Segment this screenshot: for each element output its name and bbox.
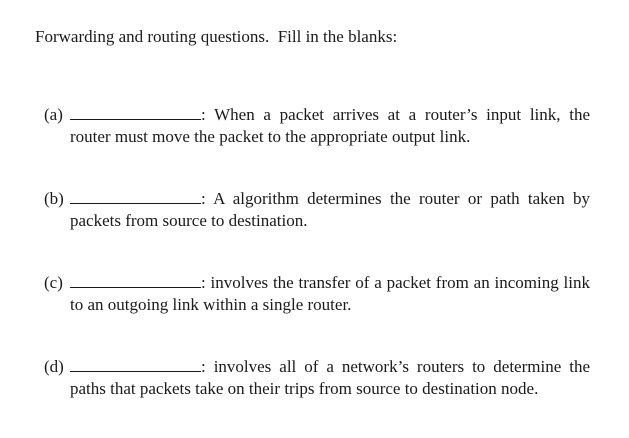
question-text: : When a packet arrives at a router’s in…	[70, 105, 590, 146]
question-text: : A algorithm determines the router or p…	[70, 189, 590, 230]
fill-in-blank	[70, 203, 201, 204]
question-body: : A algorithm determines the router or p…	[70, 188, 590, 232]
fill-in-blank	[70, 119, 201, 120]
fill-in-blank	[70, 287, 201, 288]
page-title: Forwarding and routing questions. Fill i…	[35, 27, 398, 46]
question-body: : involves the transfer of a packet from…	[70, 272, 590, 316]
question-label: (b)	[44, 189, 64, 208]
question-item-a: (a) : When a packet arrives at a router’…	[0, 104, 629, 148]
fill-in-blank	[70, 371, 201, 372]
question-item-d: (d) : involves all of a network’s router…	[0, 356, 629, 400]
question-label: (a)	[44, 105, 63, 124]
question-item-b: (b) : A algorithm determines the router …	[0, 188, 629, 232]
question-text: : involves the transfer of a packet from…	[70, 273, 590, 314]
question-text: : involves all of a network’s routers to…	[70, 357, 590, 398]
question-body: : When a packet arrives at a router’s in…	[70, 104, 590, 148]
question-list: (a) : When a packet arrives at a router’…	[0, 104, 629, 400]
question-label: (d)	[44, 357, 64, 376]
question-label: (c)	[44, 273, 63, 292]
question-body: : involves all of a network’s routers to…	[70, 356, 590, 400]
question-item-c: (c) : involves the transfer of a packet …	[0, 272, 629, 316]
